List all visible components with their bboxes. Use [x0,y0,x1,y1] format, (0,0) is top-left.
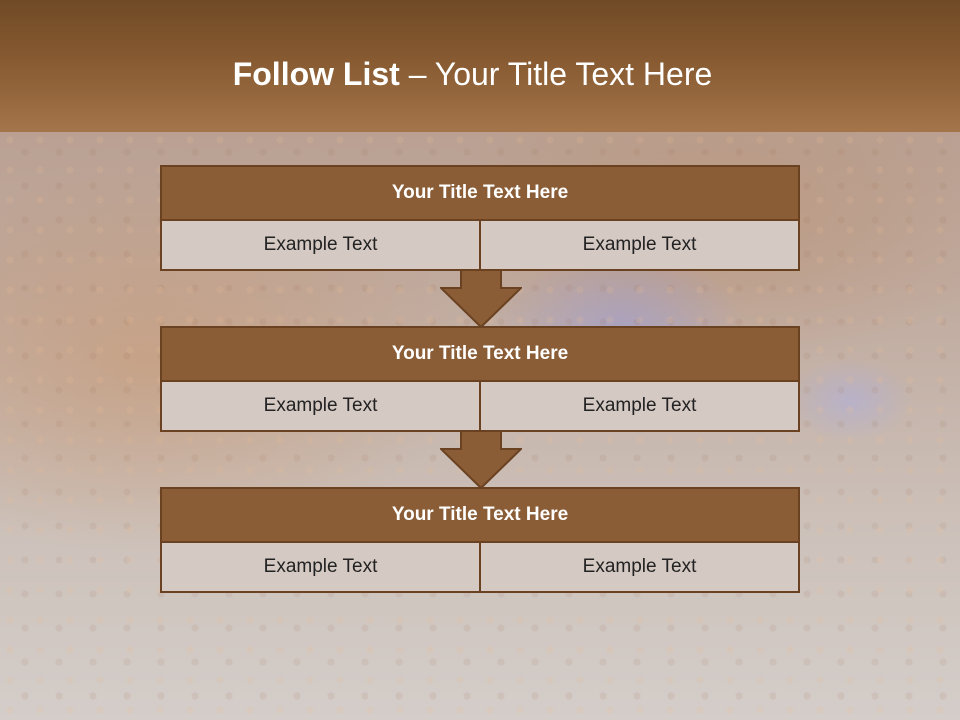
title-band [0,0,960,132]
step-row-2: Example Text Example Text [160,382,800,432]
step-3-right-cell: Example Text [479,543,798,591]
slide-title: Follow List – Your Title Text Here [0,56,945,93]
slide-title-rest: – Your Title Text Here [399,56,713,92]
step-row-1: Example Text Example Text [160,221,800,271]
step-title-2: Your Title Text Here [160,326,800,382]
step-1-right-cell: Example Text [479,221,798,269]
down-arrow-icon [440,270,522,328]
step-2-right-cell: Example Text [479,382,798,430]
step-block-3: Your Title Text Here Example Text Exampl… [160,487,800,593]
step-1-left-cell: Example Text [162,221,479,269]
step-2-left-cell: Example Text [162,382,479,430]
step-3-left-cell: Example Text [162,543,479,591]
step-block-1: Your Title Text Here Example Text Exampl… [160,165,800,271]
step-block-2: Your Title Text Here Example Text Exampl… [160,326,800,432]
down-arrow-icon [440,431,522,489]
step-row-3: Example Text Example Text [160,543,800,593]
step-title-1: Your Title Text Here [160,165,800,221]
slide-title-bold: Follow List [232,56,400,92]
step-title-3: Your Title Text Here [160,487,800,543]
